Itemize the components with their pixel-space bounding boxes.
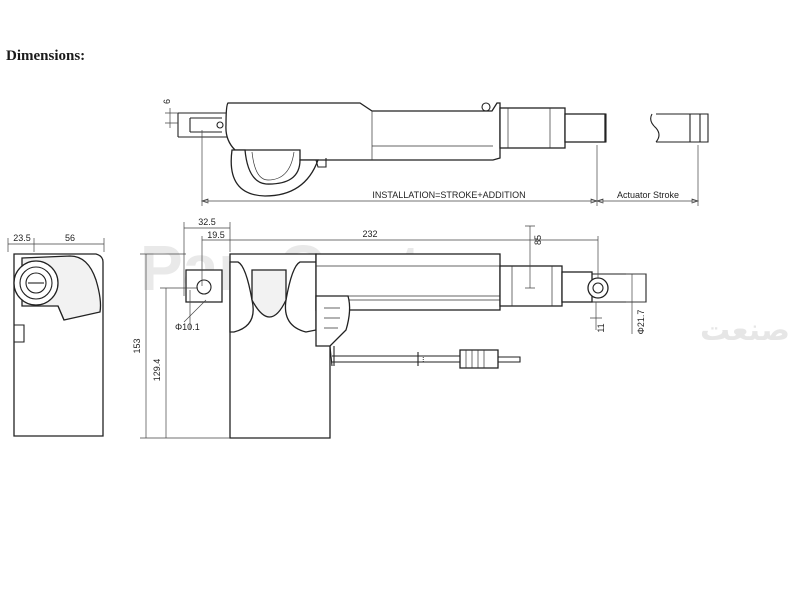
dim-body-length: 232: [362, 229, 377, 239]
cable-marker: ⁞: [422, 354, 425, 364]
top-view: 6 INSTALLATION=STROKE+ADDITION Actuator …: [162, 99, 709, 206]
dim-rod-dia: Φ21.7: [636, 310, 646, 335]
side-view: 23.5 56: [7, 233, 105, 437]
dim-installation: INSTALLATION=STROKE+ADDITION: [372, 190, 525, 200]
dim-offset-b: 19.5: [207, 230, 225, 240]
dim-top-height: 6: [162, 99, 172, 104]
dim-total-height: 153: [132, 338, 142, 353]
dim-rod-end: 11: [596, 323, 606, 332]
dim-offset-a: 32.5: [198, 217, 216, 227]
dim-height-b: 129.4: [152, 359, 162, 382]
dim-actuator-stroke: Actuator Stroke: [617, 190, 679, 200]
watermark-subtitle: فنی و مهندسی رهپویش صنعت: [700, 313, 800, 348]
front-view: ⁞ 32.5 19.5 232 85 11 Φ21.7 153 129.4 Φ1…: [132, 217, 647, 439]
page-heading: Dimensions:: [6, 48, 86, 64]
dim-side-width: 56: [65, 233, 75, 243]
dim-hole-dia: Φ10.1: [175, 322, 200, 332]
dim-side-depth: 23.5: [13, 233, 31, 243]
dim-rod-gap: 85: [533, 235, 543, 245]
